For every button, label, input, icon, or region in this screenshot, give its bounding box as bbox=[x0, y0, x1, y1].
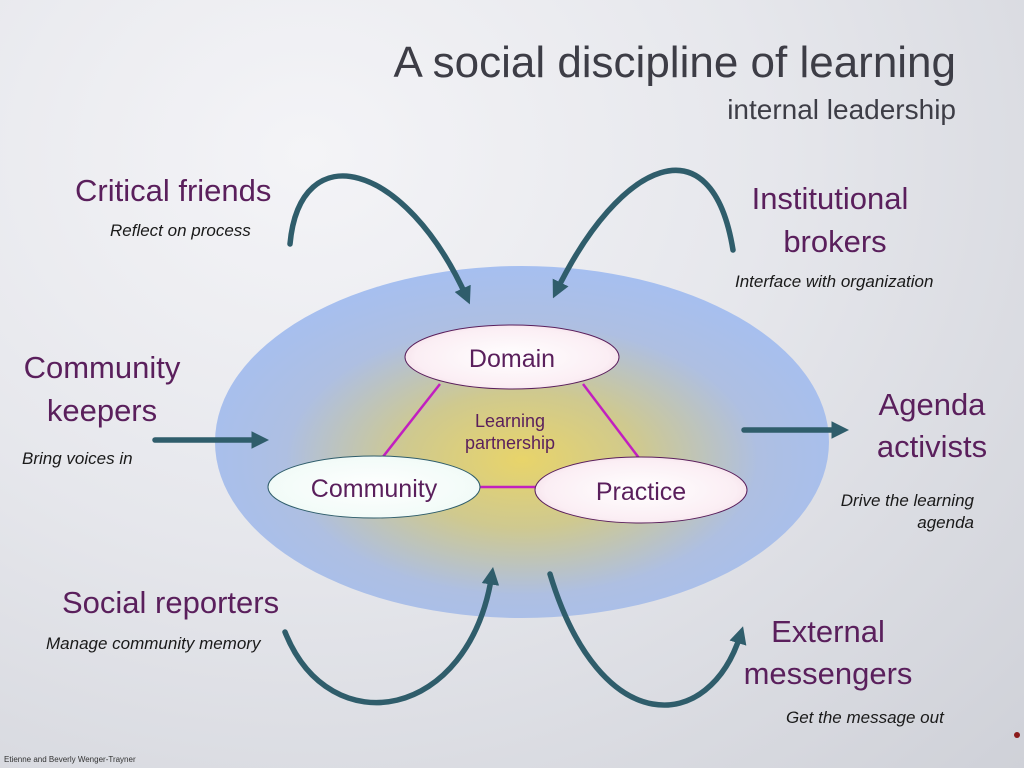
role-community-keepers-line1: Community bbox=[23, 350, 181, 385]
community-ellipse bbox=[215, 266, 829, 618]
critical-friends-arrow bbox=[287, 173, 471, 305]
role-agenda-activists-line1: Agenda bbox=[878, 387, 986, 422]
logo-dot-icon bbox=[1014, 732, 1020, 738]
role-social-reporters-desc: Manage community memory bbox=[46, 634, 261, 653]
domain-label: Domain bbox=[468, 345, 556, 373]
author-credit: Etienne and Beverly Wenger-Trayner bbox=[4, 755, 136, 764]
institutional-brokers-arrow bbox=[552, 167, 736, 299]
role-external-messengers-line1: External bbox=[771, 614, 885, 649]
partnership-triangle bbox=[374, 383, 643, 489]
role-social-reporters: Social reporters bbox=[62, 585, 280, 620]
role-external-messengers-desc: Get the message out bbox=[786, 708, 944, 727]
role-critical-friends-desc: Reflect on process bbox=[110, 221, 251, 240]
page-title: A social discipline of learning bbox=[393, 38, 956, 87]
learning-partnership-line2: partnership bbox=[464, 433, 556, 453]
domain-node bbox=[404, 324, 620, 390]
community-node bbox=[267, 455, 481, 519]
external-messengers-arrow bbox=[547, 571, 747, 708]
role-institutional-brokers-line1: Institutional bbox=[751, 181, 909, 216]
role-agenda-activists-desc-line2: agenda bbox=[917, 513, 974, 532]
role-critical-friends: Critical friends bbox=[75, 173, 272, 208]
page-subtitle: internal leadership bbox=[727, 94, 956, 125]
practice-label: Practice bbox=[595, 478, 687, 506]
role-agenda-activists-desc-line1: Drive the learning bbox=[840, 491, 974, 510]
role-institutional-brokers-desc: Interface with organization bbox=[735, 272, 934, 291]
community-label: Community bbox=[310, 475, 438, 503]
role-external-messengers-line2: messengers bbox=[743, 656, 913, 691]
learning-partnership-line1: Learning bbox=[474, 411, 546, 431]
role-community-keepers-desc: Bring voices in bbox=[22, 449, 133, 468]
role-agenda-activists-line2: activists bbox=[876, 429, 988, 464]
role-institutional-brokers-line2: brokers bbox=[783, 224, 887, 259]
social-reporters-arrow bbox=[282, 567, 500, 706]
role-community-keepers-line2: keepers bbox=[46, 393, 158, 428]
practice-node bbox=[534, 456, 748, 524]
